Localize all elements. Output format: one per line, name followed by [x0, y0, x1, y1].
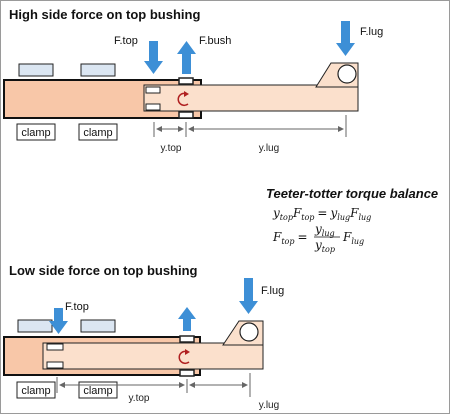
top-bushing-lower — [179, 369, 195, 377]
eq1-lhs-var: y — [272, 206, 280, 220]
lug-hole — [239, 322, 259, 342]
f-top-label: F.top — [114, 35, 138, 47]
f-lug-label: F.lug — [261, 285, 284, 297]
eq1-rhs-force-sub: lug — [358, 213, 371, 222]
eq2-rhs-force: F — [342, 230, 352, 244]
eq2-lhs-force-sub: top — [281, 237, 294, 246]
f-top-arrow-icon — [49, 308, 68, 334]
equation-2-rhs: Flug — [342, 230, 364, 246]
clamp-block-upper-left — [18, 63, 54, 77]
pin-shaft — [42, 342, 264, 370]
bottom-panel-title: Low side force on top bushing — [9, 263, 198, 278]
eq1-lhs-var-sub: top — [280, 213, 293, 222]
dim-ytop-label: y.top — [129, 393, 150, 404]
clamp-box-left — [16, 123, 56, 141]
clamp-block-upper-right — [80, 319, 116, 333]
rotation-arrowhead-icon — [185, 349, 190, 355]
f-bush-label: F.bush — [199, 35, 231, 47]
eq1-lhs-force-sub: top — [301, 213, 314, 222]
bottom-bushing-lower — [46, 361, 64, 369]
rotation-arrowhead-icon — [184, 91, 189, 97]
f-bush-arrow-icon — [178, 307, 196, 331]
equation-1: ytopFtop=ylugFlug — [272, 206, 371, 222]
eq2-num-sub: lug — [322, 229, 335, 238]
clamp-box-right — [78, 123, 118, 141]
f-top-arrow-icon — [144, 41, 163, 74]
equation-block: Teeter-totter torque balance ytopFtop=yl… — [266, 186, 438, 254]
eq1-equals: = — [317, 206, 327, 220]
lug-hole — [337, 64, 357, 84]
top-panel-title: High side force on top bushing — [9, 7, 200, 22]
top-bushing-upper — [178, 77, 194, 85]
bottom-panel: Low side force on top bushing clamp clam… — [3, 263, 284, 411]
equation-title: Teeter-totter torque balance — [266, 186, 438, 201]
clamp-label-left: clamp — [21, 385, 50, 397]
eq2-equals: = — [297, 230, 307, 244]
eq1-rhs-var: y — [329, 206, 337, 220]
eq1-lhs-force: F — [292, 206, 302, 220]
bottom-bushing-upper — [46, 343, 64, 351]
equation-2-lhs: Ftop= — [272, 230, 308, 246]
top-bushing-upper — [179, 335, 195, 343]
clamp-box-left — [16, 381, 56, 399]
clamp-block-upper-right — [80, 63, 116, 77]
clamp-block-upper-left — [17, 319, 53, 333]
eq2-lhs-force: F — [272, 230, 282, 244]
eq1-rhs-force: F — [349, 206, 359, 220]
clamp-label-left: clamp — [21, 127, 50, 139]
clamp-label-right: clamp — [83, 385, 112, 397]
dim-ytop-label: y.top — [161, 143, 182, 154]
bottom-bushing-lower — [145, 103, 161, 111]
eq1-rhs-var-sub: lug — [337, 213, 350, 222]
pin-shaft — [143, 84, 359, 112]
eq2-den-sub: top — [322, 245, 335, 254]
f-lug-arrow-icon — [239, 278, 258, 314]
dim-ylug-label: y.lug — [259, 143, 279, 154]
eq2-rhs-force-sub: lug — [351, 237, 364, 246]
clamp-label-right: clamp — [83, 127, 112, 139]
equation-2-denominator: ytop — [314, 238, 335, 254]
f-top-label: F.top — [65, 301, 89, 313]
bottom-bushing-upper — [145, 86, 161, 94]
top-panel: High side force on top bushing clamp cla… — [3, 7, 383, 154]
eq2-num-var: y — [314, 222, 322, 236]
f-lug-arrow-icon — [336, 21, 355, 56]
equation-2-numerator: ylug — [314, 222, 335, 238]
f-bush-arrow-icon — [177, 41, 196, 74]
dim-ylug-label: y.lug — [259, 400, 279, 411]
f-lug-label: F.lug — [360, 26, 383, 38]
top-bushing-lower — [178, 111, 194, 119]
eq2-den-var: y — [314, 238, 322, 252]
